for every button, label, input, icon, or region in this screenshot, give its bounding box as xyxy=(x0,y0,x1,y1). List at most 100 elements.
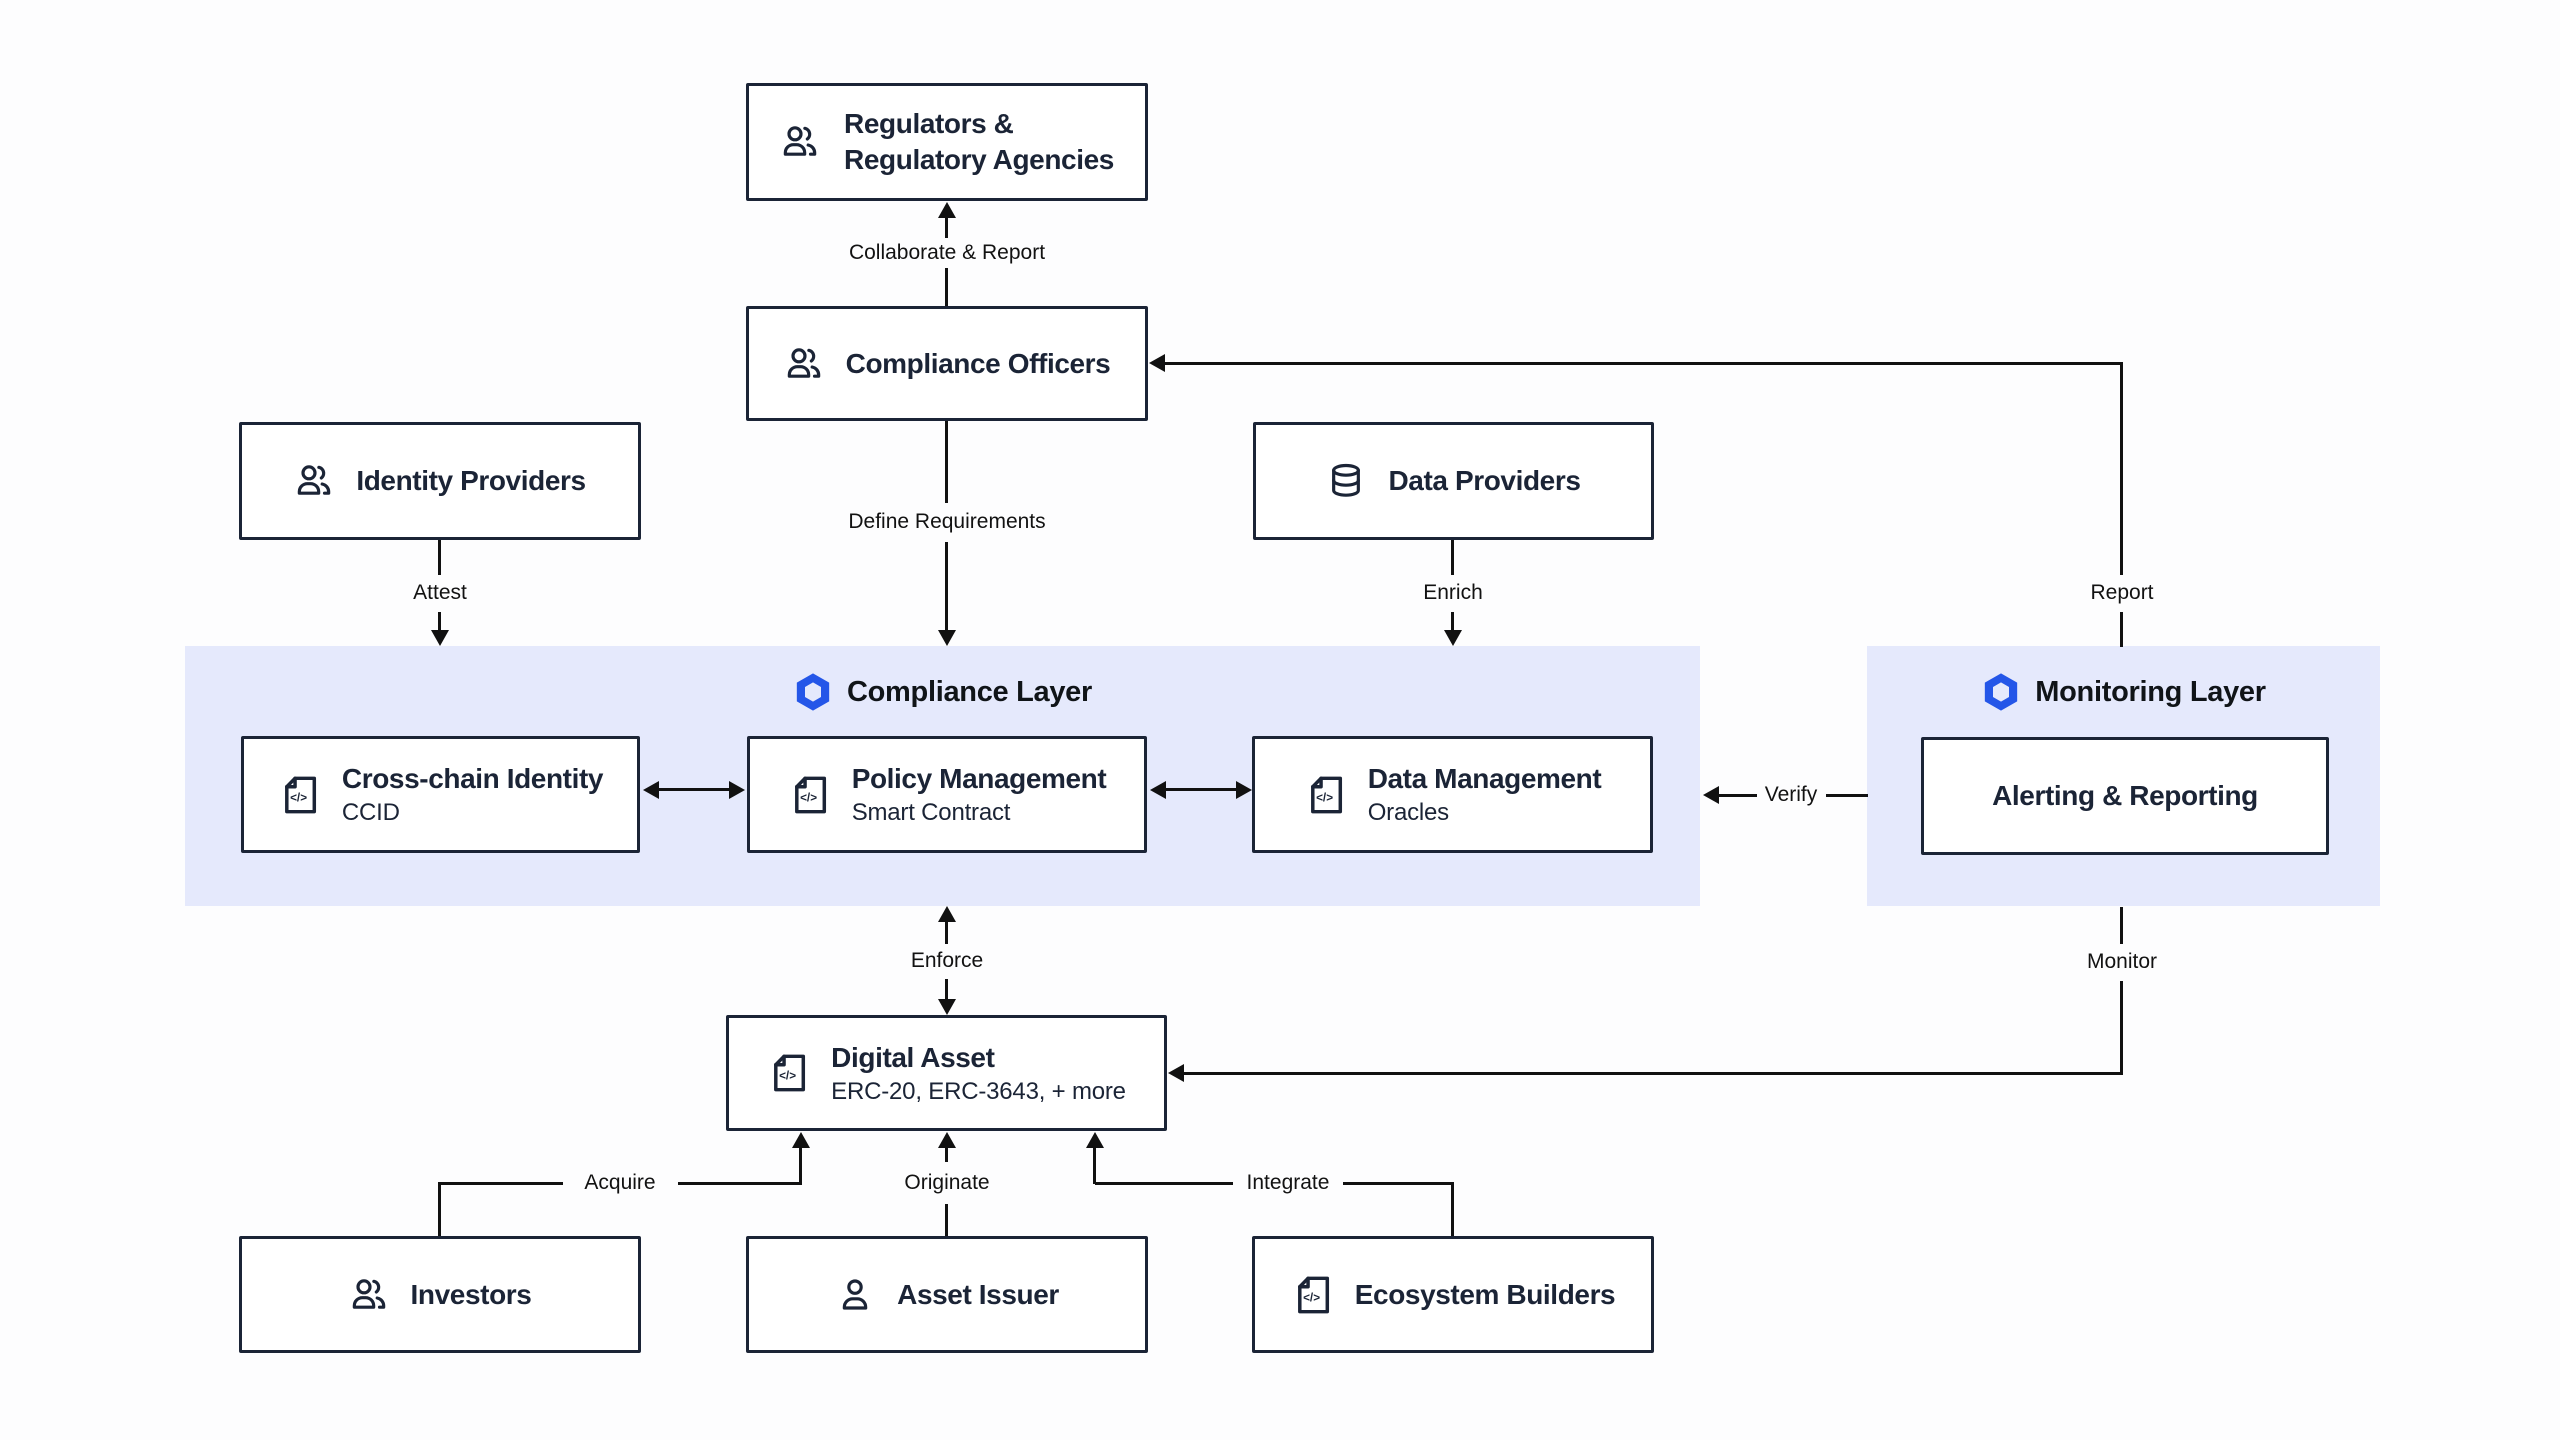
node-text: Cross-chain Identity CCID xyxy=(341,761,604,828)
node-title: Cross-chain Identity xyxy=(341,763,604,794)
edge-line xyxy=(2120,612,2123,647)
edge-line xyxy=(438,1184,441,1236)
code-file-icon xyxy=(788,773,832,817)
node-title: Regulatory Agencies xyxy=(844,144,1114,175)
node-identity-providers: Identity Providers xyxy=(239,422,641,540)
edge-label: Originate xyxy=(904,1171,990,1194)
node-title: Regulators & xyxy=(844,108,1014,139)
edge-line xyxy=(945,979,948,1000)
edge-line xyxy=(438,540,441,575)
arrowhead-up xyxy=(938,906,956,922)
users-icon xyxy=(780,122,820,162)
code-file-icon xyxy=(767,1051,811,1095)
arrowhead-up xyxy=(1086,1132,1104,1148)
node-title: Policy Management xyxy=(851,763,1107,794)
user-icon xyxy=(835,1275,875,1315)
edge-label: Verify xyxy=(1764,783,1818,806)
arrowhead-down xyxy=(938,999,956,1015)
edge-label: Attest xyxy=(413,581,467,604)
node-title: Data Management xyxy=(1367,763,1602,794)
node-title: Identity Providers xyxy=(356,465,586,496)
arrowhead-down xyxy=(1444,630,1462,646)
node-title: Asset Issuer xyxy=(897,1278,1059,1310)
edge-line xyxy=(1451,1184,1454,1236)
node-ecosystem-builders: Ecosystem Builders xyxy=(1252,1236,1654,1353)
edge-line xyxy=(1095,1182,1233,1185)
database-icon xyxy=(1326,461,1366,501)
edge-label: Integrate xyxy=(1246,1171,1330,1194)
edge-line xyxy=(1343,1182,1454,1185)
users-icon xyxy=(349,1275,389,1315)
edge-label: Collaborate & Report xyxy=(848,241,1046,264)
edge-line xyxy=(1718,794,1757,797)
edge-line xyxy=(945,542,948,631)
arrowhead-left xyxy=(1168,1064,1184,1082)
node-data-management: Data Management Oracles xyxy=(1252,736,1653,853)
arrowhead-left xyxy=(643,781,659,799)
arrowhead-right xyxy=(729,781,745,799)
node-asset-issuer: Asset Issuer xyxy=(746,1236,1148,1353)
arrowhead-down xyxy=(431,630,449,646)
arrowhead-right xyxy=(1236,781,1252,799)
node-cross-chain-identity: Cross-chain Identity CCID xyxy=(241,736,640,853)
node-title: Digital Asset xyxy=(831,1041,995,1073)
edge-line xyxy=(1451,540,1454,575)
edge-line xyxy=(1164,362,2123,365)
edge-line xyxy=(1164,788,1240,791)
node-subtitle: Oracles xyxy=(1367,799,1449,826)
node-alerting-reporting: Alerting & Reporting xyxy=(1921,737,2329,855)
node-title: Ecosystem Builders xyxy=(1354,1278,1616,1310)
node-text: Data Management Oracles xyxy=(1368,761,1602,828)
edge-label: Define Requirements xyxy=(848,510,1046,533)
node-title: Compliance Officers xyxy=(845,347,1111,379)
arrowhead-left xyxy=(1703,786,1719,804)
node-data-providers: Data Providers xyxy=(1253,422,1654,540)
edge-line xyxy=(945,268,948,306)
edge-line xyxy=(1093,1146,1096,1184)
node-text: Digital Asset ERC-20, ERC-3643, + more xyxy=(831,1040,1126,1107)
edge-line xyxy=(2120,362,2123,575)
arrowhead-left xyxy=(1150,781,1166,799)
arrowhead-down xyxy=(938,630,956,646)
edge-label: Monitor xyxy=(2086,950,2158,973)
edge-label: Enrich xyxy=(1423,581,1483,604)
edge-line xyxy=(438,1182,563,1185)
edge-line xyxy=(799,1146,802,1184)
edge-line xyxy=(438,612,441,631)
node-title: Alerting & Reporting xyxy=(1992,780,2258,811)
node-regulators-text: Regulators & Regulatory Agencies xyxy=(844,106,1114,178)
edge-line xyxy=(1184,1072,2123,1075)
node-subtitle: Smart Contract xyxy=(851,799,1011,826)
node-regulators: Regulators & Regulatory Agencies xyxy=(746,83,1148,201)
node-subtitle: CCID xyxy=(341,799,400,826)
edge-label: Acquire xyxy=(584,1171,656,1194)
node-title: Data Providers xyxy=(1388,465,1581,496)
compliance-layer-title: Compliance Layer xyxy=(846,675,1092,708)
edge-line xyxy=(2120,981,2123,1074)
node-title: Investors xyxy=(410,1278,532,1310)
users-icon xyxy=(294,461,334,501)
edge-line xyxy=(945,421,948,503)
arrowhead-up xyxy=(938,1132,956,1148)
node-investors: Investors xyxy=(239,1236,641,1353)
compliance-layer-header: Compliance Layer xyxy=(185,670,1700,714)
node-subtitle: ERC-20, ERC-3643, + more xyxy=(831,1077,1126,1105)
edge-label: Enforce xyxy=(910,949,984,972)
arrowhead-left xyxy=(1149,354,1165,372)
edge-line xyxy=(945,216,948,238)
edge-line xyxy=(678,1182,802,1185)
edge-line xyxy=(945,1146,948,1162)
edge-label: Report xyxy=(2090,581,2154,604)
node-compliance-officers: Compliance Officers xyxy=(746,306,1148,421)
code-file-icon xyxy=(1304,773,1348,817)
edge-line xyxy=(657,788,733,791)
node-policy-management: Policy Management Smart Contract xyxy=(747,736,1147,853)
edge-line xyxy=(1826,794,1868,797)
code-file-icon xyxy=(1291,1273,1335,1317)
code-file-icon xyxy=(278,773,322,817)
arrowhead-up xyxy=(792,1132,810,1148)
edge-line xyxy=(1451,612,1454,631)
monitoring-layer-header: Monitoring Layer xyxy=(1867,670,2380,714)
users-icon xyxy=(784,344,824,384)
